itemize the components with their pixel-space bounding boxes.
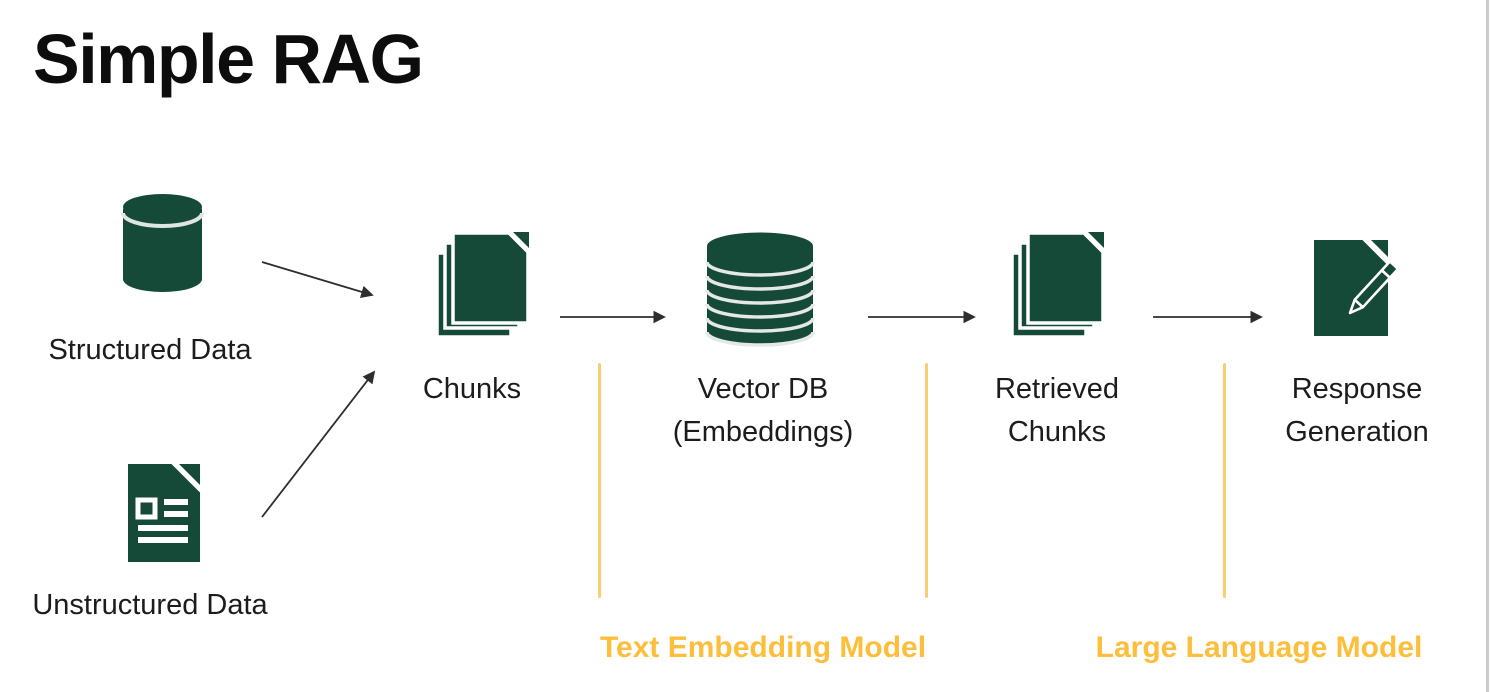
stacked-documents-icon — [1010, 231, 1105, 339]
section-divider — [925, 363, 928, 598]
document-pencil-icon — [1314, 236, 1400, 336]
retrieved-chunks-label: Retrieved Chunks — [907, 368, 1207, 454]
large-language-model-label: Large Language Model — [1095, 631, 1423, 664]
response-generation-label-line2: Generation — [1285, 416, 1429, 448]
vector-db-label-line2: (Embeddings) — [672, 416, 854, 448]
vector-db-label-line1: Vector DB — [697, 373, 829, 405]
database-cylinder-icon — [121, 194, 204, 292]
vector-db-label: Vector DB (Embeddings) — [613, 368, 913, 454]
document-icon — [128, 462, 202, 562]
section-divider — [598, 363, 601, 598]
disk-stack-icon — [705, 232, 815, 347]
response-generation-label: Response Generation — [1207, 368, 1490, 454]
text-embedding-model-label: Text Embedding Model — [599, 631, 927, 664]
arrow-structured-to-chunks — [261, 261, 374, 298]
page-title: Simple RAG — [33, 20, 424, 98]
retrieved-chunks-label-line2: Chunks — [1007, 416, 1107, 448]
section-divider — [1223, 363, 1226, 598]
retrieved-chunks-label-line1: Retrieved — [994, 373, 1120, 405]
arrow-unstructured-to-chunks — [261, 370, 376, 518]
chunks-label: Chunks — [422, 373, 522, 405]
unstructured-data-label: Unstructured Data — [32, 589, 268, 621]
right-edge-divider — [1486, 0, 1489, 692]
stacked-documents-icon — [435, 231, 530, 339]
response-generation-label-line1: Response — [1291, 373, 1423, 405]
structured-data-label: Structured Data — [48, 334, 252, 366]
